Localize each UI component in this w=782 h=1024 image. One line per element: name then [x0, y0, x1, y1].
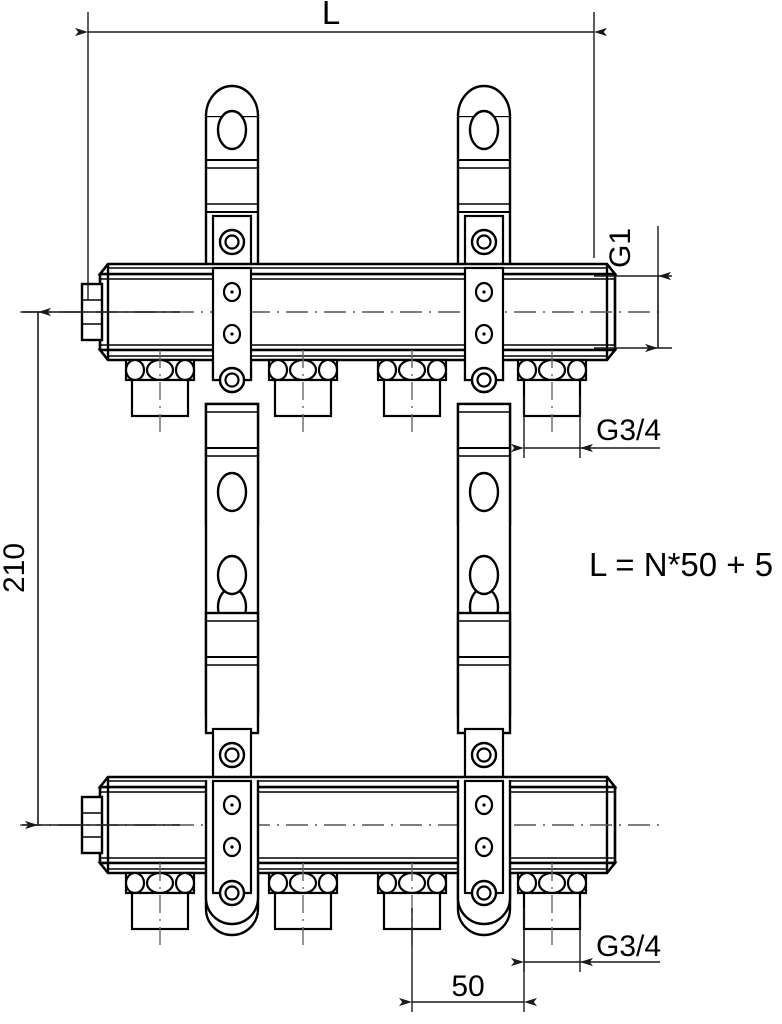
dimension-overall-height: 210 [0, 307, 180, 830]
dimension-main-thread-G1: G1 [594, 226, 672, 353]
dimension-label-G34-upper: G3/4 [596, 414, 661, 447]
dimension-outlet-thread-upper: G3/4 [511, 396, 661, 458]
bracket-right-lower-strap-front [456, 779, 512, 926]
dimension-overall-length: L [75, 0, 607, 300]
dimension-label-L: L [322, 0, 340, 31]
bracket-right-upper-strap-front [463, 266, 505, 394]
dimension-label-210: 210 [0, 543, 31, 593]
dimension-outlet-thread-lower: G3/4 [511, 908, 661, 972]
dimension-label-50: 50 [451, 970, 484, 1003]
bracket-left-upper-strap-front [211, 266, 253, 394]
dimension-label-G34-lower: G3/4 [596, 930, 661, 963]
lower-manifold-assembly [18, 554, 662, 947]
upper-manifold-assembly [18, 84, 662, 526]
note-length-formula: L = N*50 + 5 [589, 546, 773, 583]
dimension-outlet-pitch: 50 [399, 908, 537, 1012]
bracket-left-lower-strap-front [204, 779, 260, 926]
dimension-label-G1: G1 [604, 228, 637, 268]
